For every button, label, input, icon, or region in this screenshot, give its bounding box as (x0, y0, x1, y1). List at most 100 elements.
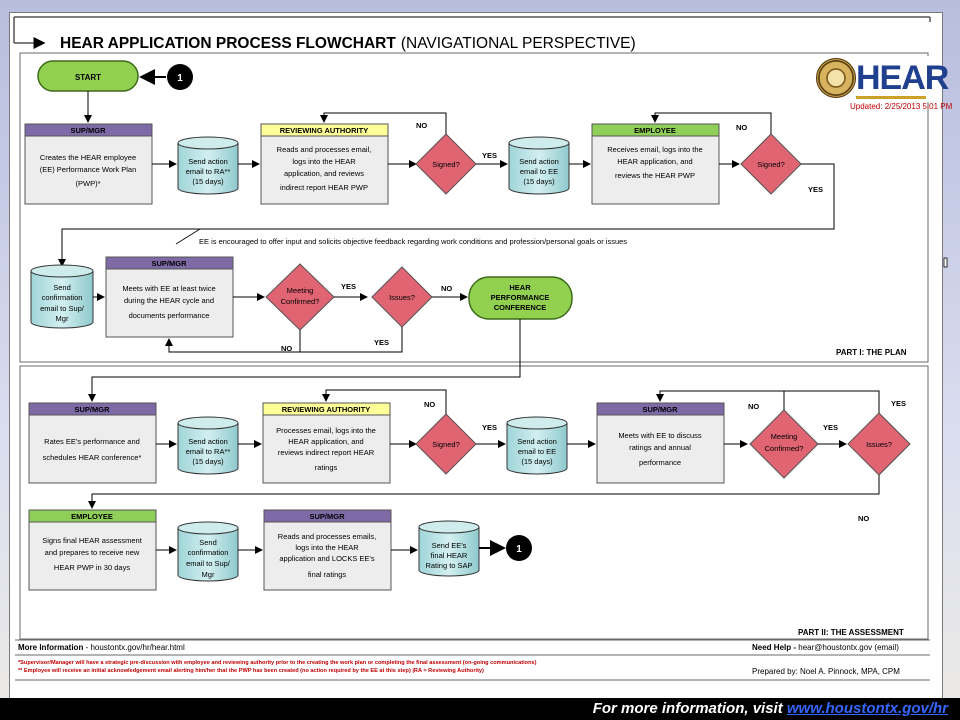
svg-text:confirmation: confirmation (42, 293, 83, 302)
svg-text:Issues?: Issues? (389, 293, 415, 302)
svg-text:Signed?: Signed? (432, 440, 460, 449)
issues-decision-2: Issues? (847, 412, 911, 476)
svg-text:email to EE: email to EE (518, 447, 556, 456)
send-confirmation-cylinder-2: Send confirmation email to Sup/ Mgr (177, 521, 239, 582)
title-bracket (13, 16, 931, 49)
part1-frame (19, 52, 929, 363)
svg-text:SUP/MGR: SUP/MGR (309, 512, 345, 521)
sup-mgr-box-5: SUP/MGR Reads and processes emails, logs… (263, 509, 392, 591)
svg-text:reviews the HEAR PWP: reviews the HEAR PWP (615, 171, 695, 180)
send-action-email-ee-cylinder: Send action email to EE (15 days) (508, 136, 570, 195)
svg-text:Mgr: Mgr (202, 570, 215, 579)
connector-circle-1: 1 (167, 64, 193, 90)
svg-text:Receives email, logs into the: Receives email, logs into the (607, 145, 702, 154)
footnote-2: ** Employee will receive an initial ackn… (18, 668, 484, 674)
city-seal-icon (816, 58, 856, 98)
sup-mgr-box-1: SUP/MGR Creates the HEAR employee (EE) P… (24, 123, 153, 205)
svg-text:Meets with EE at least twice: Meets with EE at least twice (122, 284, 215, 293)
part2-frame (19, 365, 929, 640)
svg-text:application, and reviews: application, and reviews (284, 169, 364, 178)
svg-text:during the HEAR cycle and: during the HEAR cycle and (124, 296, 214, 305)
svg-text:email to RA**: email to RA** (186, 447, 231, 456)
svg-text:final ratings: final ratings (308, 570, 347, 579)
svg-text:EMPLOYEE: EMPLOYEE (634, 126, 676, 135)
footer-text: For more information, visit (592, 700, 787, 717)
svg-text:NO: NO (736, 123, 747, 132)
svg-text:ratings and annual: ratings and annual (629, 443, 691, 452)
sup-mgr-box-2: SUP/MGR Meets with EE at least twice dur… (105, 256, 234, 338)
hear-logo: HEAR (812, 56, 949, 102)
svg-text:Meets with EE to discuss: Meets with EE to discuss (618, 431, 702, 440)
svg-text:YES: YES (823, 423, 838, 432)
signed-decision-3: Signed? (415, 413, 477, 475)
svg-text:Processes email, logs into the: Processes email, logs into the (276, 426, 376, 435)
svg-text:SUP/MGR: SUP/MGR (151, 259, 187, 268)
svg-text:performance: performance (639, 458, 681, 467)
svg-text:Mgr: Mgr (56, 314, 69, 323)
footer-link[interactable]: www.houstontx.gov/hr (786, 700, 948, 717)
svg-text:1: 1 (516, 544, 522, 555)
svg-text:Meeting: Meeting (287, 286, 314, 295)
hear-logo-text: HEAR (856, 59, 949, 97)
svg-text:(PWP)*: (PWP)* (76, 179, 101, 188)
svg-text:1: 1 (177, 73, 183, 84)
svg-text:Reads and processes emails,: Reads and processes emails, (278, 532, 376, 541)
svg-text:HEAR PWP in 30 days: HEAR PWP in 30 days (54, 563, 130, 572)
svg-text:YES: YES (891, 399, 906, 408)
svg-text:NO: NO (416, 121, 427, 130)
signed-decision-2: Signed? (740, 133, 802, 195)
sup-mgr-box-4: SUP/MGR Meets with EE to discuss ratings… (596, 402, 725, 484)
page-title: HEAR APPLICATION PROCESS FLOWCHART(NAVIG… (60, 35, 636, 52)
part1-label: PART I: THE PLAN (836, 348, 907, 357)
need-help: Need Help - hear@houstontx.gov (email) (752, 643, 899, 652)
reviewing-authority-box-2: REVIEWING AUTHORITY Processes email, log… (262, 402, 391, 484)
svg-text:logs into the HEAR: logs into the HEAR (292, 157, 356, 166)
svg-text:Signed?: Signed? (757, 160, 785, 169)
send-confirmation-cylinder-1: Send confirmation email to Sup/ Mgr (30, 264, 94, 329)
send-action-email-ra-cylinder: Send action email to RA** (15 days) (177, 136, 239, 195)
svg-text:(EE) Performance Work Plan: (EE) Performance Work Plan (40, 165, 137, 174)
svg-text:HEAR: HEAR (509, 283, 531, 292)
svg-text:email to Sup/: email to Sup/ (186, 559, 231, 568)
send-action-email-ra-cylinder-2: Send action email to RA** (15 days) (177, 416, 239, 475)
svg-text:reviews indirect report HEAR: reviews indirect report HEAR (278, 448, 375, 457)
svg-text:documents performance: documents performance (129, 311, 210, 320)
svg-text:Send action: Send action (188, 157, 228, 166)
svg-text:NO: NO (858, 514, 869, 523)
svg-text:Issues?: Issues? (866, 440, 892, 449)
svg-text:Confirmed?: Confirmed? (281, 297, 320, 306)
svg-text:application and LOCKS EE's: application and LOCKS EE's (279, 554, 374, 563)
svg-text:HEAR application, and: HEAR application, and (288, 437, 363, 446)
svg-text:EMPLOYEE: EMPLOYEE (71, 512, 113, 521)
svg-text:and prepares to receive new: and prepares to receive new (45, 548, 140, 557)
svg-text:Send: Send (199, 538, 217, 547)
svg-text:confirmation: confirmation (188, 548, 229, 557)
employee-box-2: EMPLOYEE Signs final HEAR assessment and… (28, 509, 157, 591)
svg-text:START: START (75, 73, 101, 82)
flowchart-document (9, 12, 943, 700)
svg-text:Rating to SAP: Rating to SAP (425, 561, 472, 570)
svg-text:email to Sup/: email to Sup/ (40, 304, 85, 313)
svg-text:YES: YES (808, 185, 823, 194)
svg-text:(15 days): (15 days) (523, 177, 555, 186)
svg-text:(15 days): (15 days) (521, 457, 553, 466)
svg-text:final HEAR: final HEAR (431, 551, 468, 560)
prepared-by: Prepared by: Noel A. Pinnock, MPA, CPM (752, 667, 900, 676)
svg-text:Meeting: Meeting (771, 432, 798, 441)
svg-text:Send: Send (53, 283, 71, 292)
ee-encouraged-note: EE is encouraged to offer input and soli… (199, 237, 627, 246)
employee-box-1: EMPLOYEE Receives email, logs into the H… (591, 123, 720, 205)
svg-text:(15 days): (15 days) (192, 457, 224, 466)
footer-info: For more information, visit www.houstont… (593, 700, 948, 717)
sup-mgr-box-3: SUP/MGR Rates EE's performance and sched… (28, 402, 157, 484)
hear-performance-conference-terminal: HEAR PERFORMANCE CONFERENCE (468, 276, 573, 320)
more-information: More Information - houstontx.gov/hr/hear… (18, 643, 185, 652)
svg-text:Send action: Send action (519, 157, 559, 166)
send-action-email-ee-cylinder-2: Send action email to EE (15 days) (506, 416, 568, 475)
svg-text:(15 days): (15 days) (192, 177, 224, 186)
svg-text:Rates EE's performance and: Rates EE's performance and (44, 437, 140, 446)
edge-marker (943, 257, 948, 268)
svg-text:REVIEWING AUTHORITY: REVIEWING AUTHORITY (282, 405, 370, 414)
svg-text:Confirmed?: Confirmed? (765, 444, 804, 453)
